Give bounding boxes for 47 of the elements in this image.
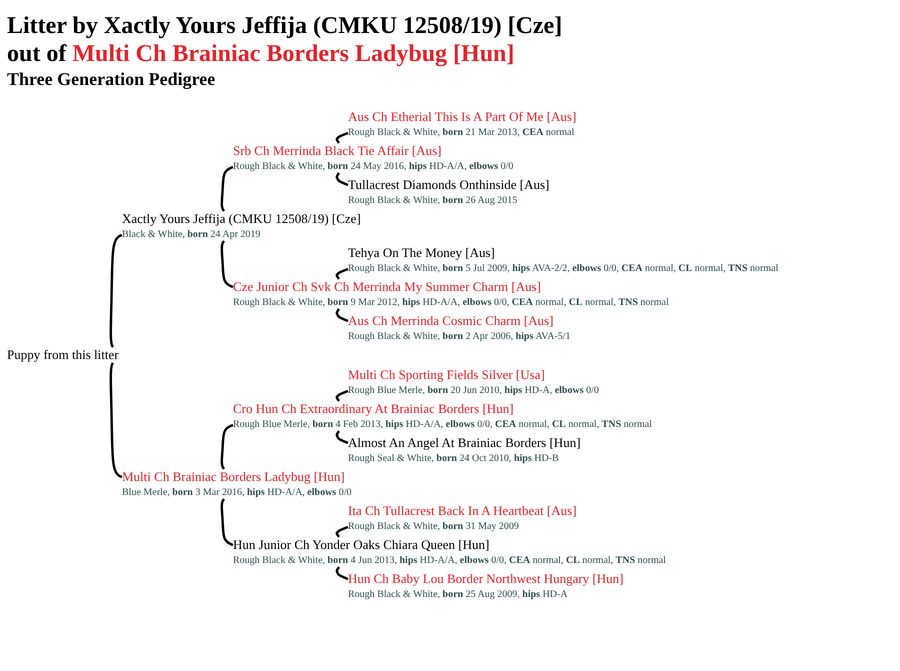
dog-name: Srb Ch Merrinda Black Tie Affair [Aus] <box>233 143 442 159</box>
dog-details: Rough Black & White, born 5 Jul 2009, hips AVA-2/2, elbows 0/0, CEA normal, CL normal, TNS normal <box>348 262 778 275</box>
dam-name-heading: Multi Ch Brainiac Borders Ladybug [Hun] <box>72 41 514 67</box>
dog-name: Multi Ch Sporting Fields Silver [Usa] <box>348 367 545 383</box>
pedigree-subtitle: Three Generation Pedigree <box>7 69 216 90</box>
dog-name: Hun Junior Ch Yonder Oaks Chiara Queen [Hun] <box>233 537 490 553</box>
dog-name: Tullacrest Diamonds Onthinside [Aus] <box>348 177 550 193</box>
title-connector: out of <box>7 41 66 67</box>
dog-details: Rough Blue Merle, born 20 Jun 2010, hips HD-A, elbows 0/0 <box>348 384 599 397</box>
dog-name: Xactly Yours Jeffija (CMKU 12508/19) [Cze] <box>122 211 361 227</box>
dog-name: Ita Ch Tullacrest Back In A Heartbeat [Aus] <box>348 503 577 519</box>
pedigree-bracket <box>336 308 348 322</box>
dog-details: Rough Black & White, born 26 Aug 2015 <box>348 194 518 207</box>
pedigree-bracket <box>220 498 234 546</box>
pedigree-bracket <box>336 526 348 538</box>
pedigree-bracket <box>220 166 234 212</box>
pedigree-bracket <box>336 172 348 186</box>
dog-name: Almost An Angel At Brainiac Borders [Hun] <box>348 435 581 451</box>
dog-name: Puppy from this litter <box>7 347 119 363</box>
pedigree-bracket <box>220 240 234 288</box>
pedigree-bracket <box>336 132 348 144</box>
dog-details: Black & White, born 24 Apr 2019 <box>122 228 260 241</box>
pedigree-bracket <box>336 430 348 444</box>
pedigree-title: Litter by Xactly Yours Jeffija (CMKU 12508/19) [Cze] <box>7 12 562 40</box>
dog-details: Rough Black & White, born 9 Mar 2012, hips HD-A/A, elbows 0/0, CEA normal, CL normal, TNS normal <box>233 296 669 309</box>
pedigree-bracket <box>110 234 122 348</box>
dog-details: Rough Black & White, born 4 Jun 2013, hips HD-A/A, elbows 0/0, CEA normal, CL normal, TNS normal <box>233 554 666 567</box>
dog-details: Rough Black & White, born 25 Aug 2009, hips HD-A <box>348 588 568 601</box>
pedigree-bracket <box>110 362 122 478</box>
dog-details: Rough Blue Merle, born 4 Feb 2013, hips HD-A/A, elbows 0/0, CEA normal, CL normal, TNS normal <box>233 418 652 431</box>
dog-name: Aus Ch Merrinda Cosmic Charm [Aus] <box>348 313 554 329</box>
dog-details: Rough Seal & White, born 24 Oct 2010, hips HD-B <box>348 452 559 465</box>
dog-details: Rough Black & White, born 21 Mar 2013, CEA normal <box>348 126 574 139</box>
dog-name: Cro Hun Ch Extraordinary At Brainiac Borders [Hun] <box>233 401 514 417</box>
dog-name: Multi Ch Brainiac Borders Ladybug [Hun] <box>122 469 345 485</box>
dog-details: Rough Black & White, born 31 May 2009 <box>348 520 519 533</box>
dog-details: Rough Black & White, born 2 Apr 2006, hips AVA-5/1 <box>348 330 571 343</box>
dog-name: Cze Junior Ch Svk Ch Merrinda My Summer Charm [Aus] <box>233 279 542 295</box>
pedigree-bracket <box>336 566 348 580</box>
dog-details: Rough Black & White, born 24 May 2016, hips HD-A/A, elbows 0/0 <box>233 160 514 173</box>
pedigree-bracket <box>336 390 348 402</box>
pedigree-bracket <box>220 424 234 470</box>
dog-name: Aus Ch Etherial This Is A Part Of Me [Aus] <box>348 109 576 125</box>
dog-name: Tehya On The Money [Aus] <box>348 245 495 261</box>
pedigree-bracket <box>336 268 348 280</box>
dog-name: Hun Ch Baby Lou Border Northwest Hungary [Hun] <box>348 571 624 587</box>
dog-details: Blue Merle, born 3 Mar 2016, hips HD-A/A, elbows 0/0 <box>122 486 352 499</box>
